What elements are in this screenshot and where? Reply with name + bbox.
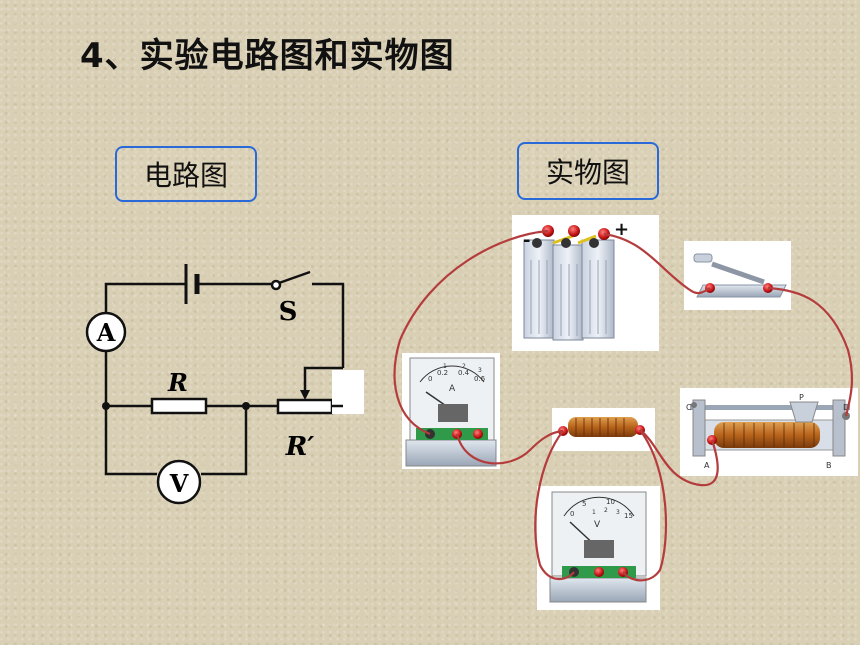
physical-diagram-label: 实物图: [517, 142, 659, 200]
switch-blade: [278, 270, 311, 285]
switch-image: [684, 241, 791, 310]
ammeter-image: [402, 353, 500, 469]
ammeter-minor-3: 3: [478, 367, 482, 374]
rheostat-slider-wire: [303, 366, 343, 396]
voltmeter-face-letter: V: [594, 520, 601, 530]
wire-battery-switch: [603, 232, 711, 295]
voltmeter-symbol: [156, 459, 202, 505]
resistor-R: [150, 397, 208, 415]
wire-rheostat-resistor: [639, 429, 719, 487]
rheostat-mark-a: A: [704, 461, 710, 470]
resistor-image: [552, 408, 655, 451]
ammeter-minor-2: 2: [462, 363, 466, 370]
physical-wires: [393, 229, 854, 582]
wire-ammeter-resistor: [455, 429, 564, 465]
voltmeter-minor-2: 2: [604, 507, 608, 514]
ammeter-letter: A: [96, 318, 116, 347]
ammeter-tick-2: 0.4: [458, 369, 470, 377]
physical-diagram-label-text: 实物图: [545, 156, 630, 189]
junction-right: [242, 402, 250, 410]
wire-voltmeter-branch: [104, 406, 248, 476]
voltmeter-image: [537, 486, 660, 610]
rheostat-highlight: [332, 370, 364, 414]
voltmeter-minor-3: 3: [616, 509, 620, 516]
wire-switch-rheostat: [767, 286, 854, 417]
ammeter-tick-0: 0: [428, 375, 432, 383]
rheostat-mark-b: B: [826, 461, 832, 470]
wire-top-right: [312, 282, 345, 368]
switch-label: S: [279, 297, 298, 327]
wire-mid-left: [104, 350, 152, 408]
circuit-diagram: [85, 264, 345, 505]
rheostat-box: [276, 398, 334, 415]
voltmeter-tick-0: 0: [570, 510, 574, 518]
rheostat-image: [680, 388, 858, 476]
circuit-diagram-label-text: 电路图: [143, 159, 228, 192]
wire-voltmeter-right: [622, 429, 668, 582]
voltmeter-tick-5: 5: [582, 500, 586, 508]
circuit-diagram-label: 电路图: [115, 146, 257, 202]
wire-battery-ammeter: [393, 229, 549, 436]
voltmeter-tick-10: 10: [606, 498, 615, 506]
resistor-label: R: [167, 368, 188, 397]
rheostat-arrow: [300, 390, 310, 400]
ammeter-tick-1: 0.2: [437, 369, 448, 377]
ammeter-minor-1: 1: [443, 363, 447, 370]
voltmeter-tick-15: 15: [624, 512, 633, 520]
switch-pivot: [270, 279, 282, 291]
rheostat-mark-c: C: [686, 403, 692, 412]
ammeter-symbol: [85, 311, 127, 353]
rheostat-mark-d: D: [843, 403, 849, 412]
rheostat-mark-p: P: [799, 393, 804, 402]
voltmeter-minor-1: 1: [592, 509, 596, 516]
voltmeter-letter: V: [169, 469, 189, 498]
wire-top-left: [104, 282, 185, 318]
ammeter-face-letter: A: [449, 384, 456, 394]
battery-negative-sign: -: [523, 230, 530, 251]
rheostat-label: R′: [285, 432, 315, 462]
ammeter-tick-3: 0.6: [474, 375, 486, 383]
junction-left: [102, 402, 110, 410]
battery-image: [512, 215, 659, 351]
battery-positive-sign: +: [614, 219, 629, 240]
page-title: 4、实验电路图和实物图: [80, 36, 455, 76]
wire-voltmeter-left: [534, 430, 575, 581]
